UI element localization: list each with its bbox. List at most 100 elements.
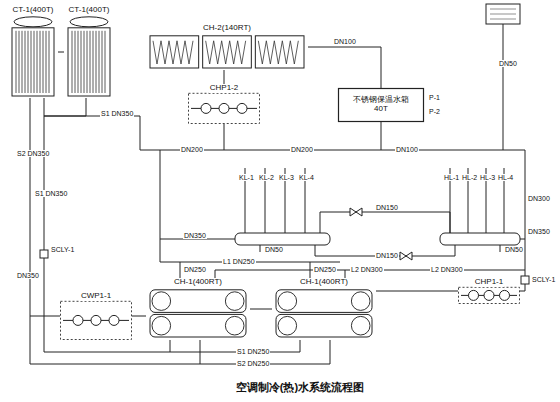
cooling-tower: CT-1(400T) bbox=[8, 6, 58, 98]
chilled-water-loop bbox=[140, 24, 525, 291]
supply-manifold bbox=[235, 233, 330, 245]
fan-hood bbox=[70, 17, 108, 27]
scale-device bbox=[521, 276, 529, 284]
pipe-label: DN350 bbox=[527, 228, 551, 235]
pump-frame bbox=[61, 301, 132, 339]
pipe-label: HL-3 bbox=[479, 174, 496, 181]
node-label-group: CH-2(140RT) bbox=[146, 24, 308, 33]
pipe-label: S1 DN350 bbox=[34, 190, 68, 197]
fill-media bbox=[16, 31, 49, 93]
coil bbox=[153, 41, 193, 64]
compressor bbox=[278, 316, 297, 335]
pump-symbol bbox=[500, 290, 510, 300]
shell-barrel bbox=[150, 314, 246, 337]
pipe-label: DN350 bbox=[183, 232, 207, 239]
pipe-label: P-2 bbox=[428, 108, 441, 115]
pipe-label: DN250 bbox=[183, 266, 207, 273]
pump-symbol bbox=[109, 315, 119, 325]
node-label-group: CT-1(400T) bbox=[8, 6, 58, 15]
pipe-label: SCLY-1 bbox=[531, 276, 556, 283]
pipe-label: S1 DN250 bbox=[236, 348, 270, 355]
pipe bbox=[224, 124, 225, 150]
pipe-label: DN300 bbox=[527, 195, 551, 202]
coil bbox=[258, 41, 298, 64]
node-label-group: CHP1-1 bbox=[458, 278, 520, 287]
shell-barrel bbox=[276, 314, 372, 337]
fill-media bbox=[72, 31, 105, 93]
pipe-label: S2 DN350 bbox=[16, 150, 50, 157]
pipe-label: L1 DN250 bbox=[222, 258, 256, 265]
tower-body bbox=[12, 28, 54, 96]
pipe-label: DN200 bbox=[180, 146, 204, 153]
accessories bbox=[40, 4, 529, 284]
capacity-note: 40T bbox=[373, 105, 389, 114]
pipe-label: HL-2 bbox=[461, 174, 478, 181]
pipe bbox=[520, 239, 525, 240]
equipment-illustration bbox=[272, 278, 376, 340]
equipment-illustration bbox=[146, 278, 250, 340]
pipe-label: KL-4 bbox=[298, 174, 315, 181]
tower-body bbox=[68, 28, 110, 96]
compressor bbox=[225, 316, 244, 335]
pipe bbox=[30, 316, 60, 317]
compressor bbox=[278, 292, 297, 311]
pump-group: CHP1-2 bbox=[188, 84, 260, 124]
pipe-connector bbox=[376, 291, 458, 292]
chiller-unit: CH-1(400RT) bbox=[272, 278, 376, 340]
heat-pump-module bbox=[150, 36, 199, 68]
heat-pump-module bbox=[203, 36, 252, 68]
node-label-group: 不锈钢保温水箱40T bbox=[338, 88, 424, 114]
pipe-label: DN150 bbox=[375, 252, 399, 259]
bypass-pipe bbox=[320, 212, 450, 233]
equipment-tag: CH-2(140RT) bbox=[202, 24, 252, 33]
valve-symbol bbox=[350, 208, 362, 216]
heat-pump-module bbox=[255, 36, 304, 68]
node-label-group: CH-1(400RT) bbox=[146, 278, 250, 287]
pipe bbox=[44, 116, 140, 150]
pipe-label: DN100 bbox=[395, 146, 419, 153]
pipe-label: S1 DN350 bbox=[100, 110, 134, 117]
node-label-group: CT-1(400T) bbox=[64, 6, 114, 15]
pipe bbox=[345, 270, 346, 278]
pipe bbox=[44, 98, 300, 352]
scale-device bbox=[40, 250, 48, 258]
valve-symbol bbox=[400, 252, 412, 260]
compressor bbox=[351, 292, 370, 311]
compressor bbox=[225, 292, 244, 311]
compressor bbox=[152, 292, 171, 311]
chiller-unit: CH-1(400RT) bbox=[146, 278, 250, 340]
pipe-connector bbox=[132, 316, 146, 317]
pipe-label: DN50 bbox=[264, 246, 284, 253]
pipe-label: DN200 bbox=[290, 146, 314, 153]
expansion-tank bbox=[486, 4, 520, 24]
pipe bbox=[170, 340, 200, 364]
node-label-group: CH-1(400RT) bbox=[272, 278, 376, 287]
equipment-tag: CT-1(400T) bbox=[12, 6, 55, 15]
drain-pipe bbox=[260, 245, 500, 252]
tank-outline bbox=[339, 89, 424, 122]
pipe-label: P-1 bbox=[428, 94, 441, 101]
pump-symbol bbox=[469, 290, 479, 300]
return-manifold bbox=[440, 233, 520, 245]
node-label-group: CHP1-2 bbox=[188, 84, 260, 93]
pipe bbox=[44, 98, 86, 116]
pipe-size: DN100 bbox=[333, 38, 357, 45]
compressor bbox=[351, 316, 370, 335]
tank-hatch bbox=[490, 9, 516, 19]
pipe-label: DN50 bbox=[504, 246, 524, 253]
pump-symbol bbox=[484, 290, 494, 300]
node-label-group: CWP1-1 bbox=[60, 292, 132, 301]
pipe bbox=[503, 24, 504, 150]
pipe-label: L2 DN300 bbox=[350, 266, 384, 273]
pipe-label: KL-1 bbox=[238, 174, 255, 181]
pump-symbol bbox=[91, 315, 101, 325]
pipe-label: KL-3 bbox=[278, 174, 295, 181]
pipe-label: DN50 bbox=[498, 60, 518, 67]
pipe-label: HL-4 bbox=[497, 174, 514, 181]
pump-symbol bbox=[219, 103, 229, 113]
pump-symbol bbox=[73, 315, 83, 325]
pipe-label: SCLY-1 bbox=[50, 246, 75, 253]
pipe-label: DN150 bbox=[375, 204, 399, 211]
equipment-illustration bbox=[8, 6, 58, 98]
coil bbox=[206, 41, 246, 64]
